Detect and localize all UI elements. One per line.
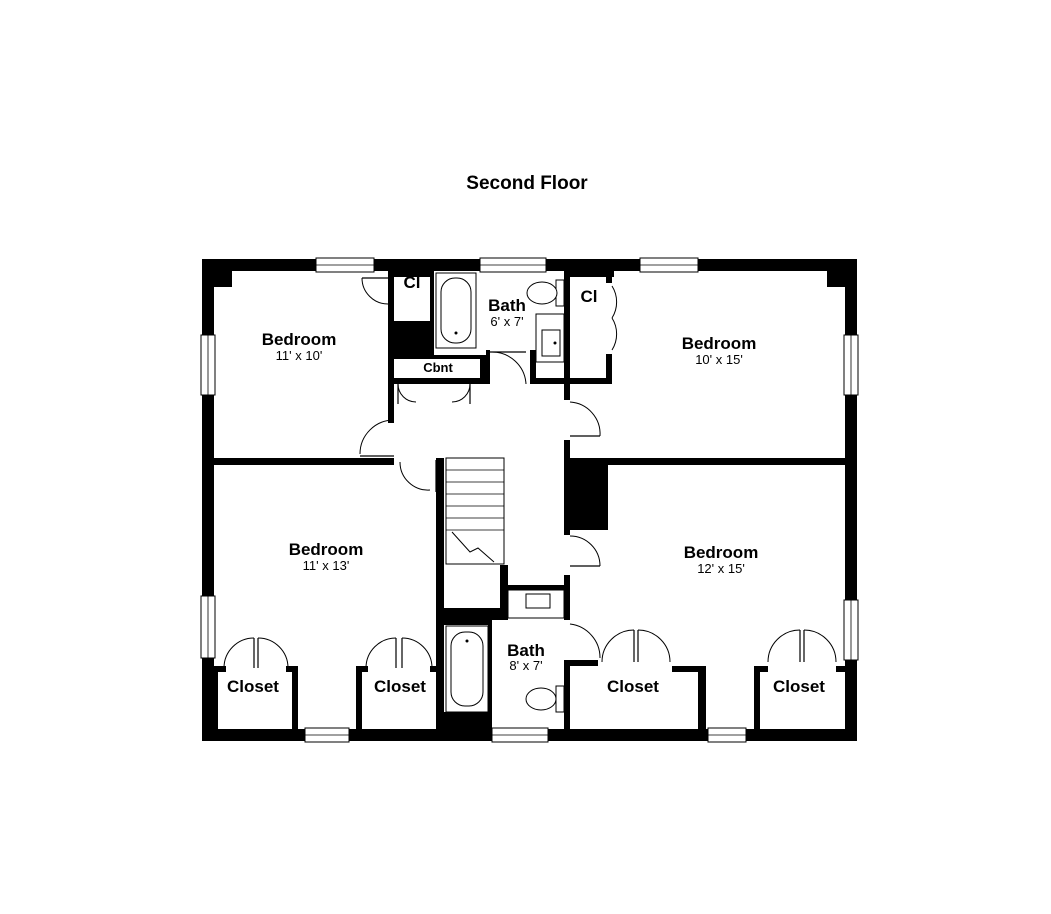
room-labels: Bedroom 11' x 10' Bedroom 10' x 15' Bedr… (227, 273, 825, 696)
closet-2-name: Closet (374, 677, 426, 696)
bath-lower-name: Bath (507, 641, 545, 660)
closet-ne-name: Cl (581, 287, 598, 306)
bedroom-ne-dim: 10' x 15' (695, 352, 743, 367)
bath-lower-dim: 8' x 7' (509, 658, 542, 673)
closet-3-name: Closet (607, 677, 659, 696)
staircase (445, 457, 505, 565)
bedroom-ne-name: Bedroom (682, 334, 757, 353)
bedroom-nw-name: Bedroom (262, 330, 337, 349)
windows (200, 257, 859, 743)
bedroom-se-name: Bedroom (684, 543, 759, 562)
bath-upper-dim: 6' x 7' (490, 314, 523, 329)
door-swings (223, 277, 837, 669)
bedroom-sw-dim: 11' x 13' (303, 558, 350, 573)
floor-title: Second Floor (466, 173, 588, 194)
closet-1-name: Closet (227, 677, 279, 696)
closet-nw-name: Cl (404, 273, 421, 292)
cabinet-name: Cbnt (423, 360, 453, 375)
bath-fixtures (435, 272, 565, 713)
bedroom-se-dim: 12' x 15' (697, 561, 745, 576)
closet-4-name: Closet (773, 677, 825, 696)
interior-walls (214, 271, 845, 729)
bedroom-nw-dim: 11' x 10' (276, 348, 323, 363)
bedroom-sw-name: Bedroom (289, 540, 364, 559)
bath-upper-name: Bath (488, 296, 526, 315)
